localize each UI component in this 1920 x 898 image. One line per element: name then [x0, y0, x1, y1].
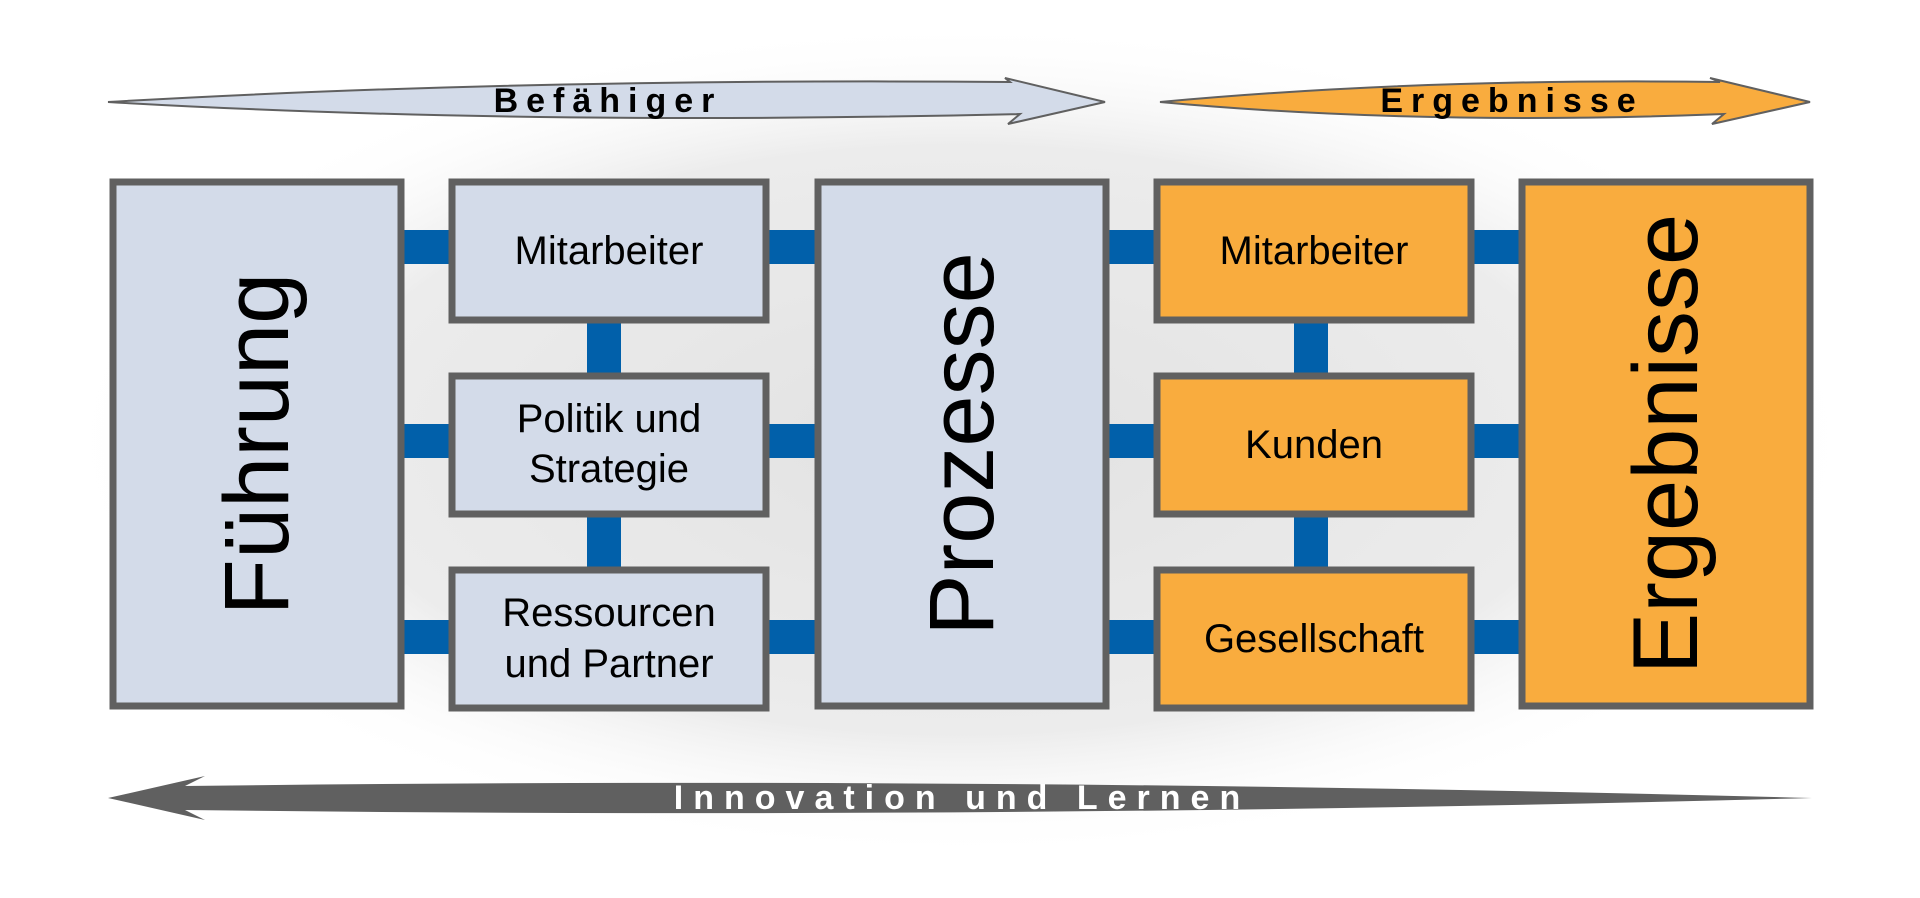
connector-policy-processes	[766, 424, 820, 458]
processes-label: Prozesse	[911, 252, 1013, 636]
connector-processes-society-results	[1105, 620, 1159, 654]
society-results-label: Gesellschaft	[1204, 617, 1424, 661]
results-arrow	[1159, 77, 1811, 125]
connector-policy-resources	[587, 512, 621, 568]
resources-partners-box	[448, 566, 770, 712]
connector-customer-society-results	[1294, 512, 1328, 568]
connector-society-key-results	[1470, 620, 1524, 654]
key-results-box	[1518, 178, 1814, 710]
innovation-learning-arrow	[108, 776, 1812, 820]
processes-box	[814, 178, 1110, 710]
connector-people-customer-results	[1294, 318, 1328, 374]
people-results-box	[1153, 178, 1475, 324]
connector-leadership-policy	[400, 424, 454, 458]
leadership-label: Führung	[206, 273, 308, 616]
enablers-arrow-label: Befähiger	[494, 82, 723, 120]
connector-people-processes	[766, 230, 820, 264]
connector-resources-processes	[766, 620, 820, 654]
connector-customer-key-results	[1470, 424, 1524, 458]
resources-partners-label-line1: Ressourcen	[502, 591, 715, 635]
key-results-label: Ergebnisse	[1615, 214, 1717, 674]
society-results-box	[1153, 566, 1475, 712]
leadership-box	[109, 178, 405, 710]
policy-strategy-label-line1: Politik und	[517, 397, 702, 441]
connector-people-key-results	[1470, 230, 1524, 264]
customer-results-label: Kunden	[1245, 423, 1383, 467]
connector-processes-people-results	[1105, 230, 1159, 264]
people-enabler-label: Mitarbeiter	[515, 229, 704, 273]
connector-leadership-resources	[400, 620, 454, 654]
connector-people-policy	[587, 318, 621, 374]
people-enabler-box	[448, 178, 770, 324]
connector-leadership-people	[400, 230, 454, 264]
policy-strategy-label-line2: Strategie	[529, 447, 689, 491]
connectors	[400, 230, 1524, 654]
results-arrow-label: Ergebnisse	[1380, 82, 1643, 120]
customer-results-box	[1153, 372, 1475, 518]
connector-processes-customer-results	[1105, 424, 1159, 458]
people-results-label: Mitarbeiter	[1220, 229, 1409, 273]
resources-partners-label-line2: und Partner	[504, 642, 713, 686]
innovation-learning-label: Innovation und Lernen	[674, 779, 1250, 817]
enablers-arrow	[107, 77, 1106, 125]
policy-strategy-box	[448, 372, 770, 518]
